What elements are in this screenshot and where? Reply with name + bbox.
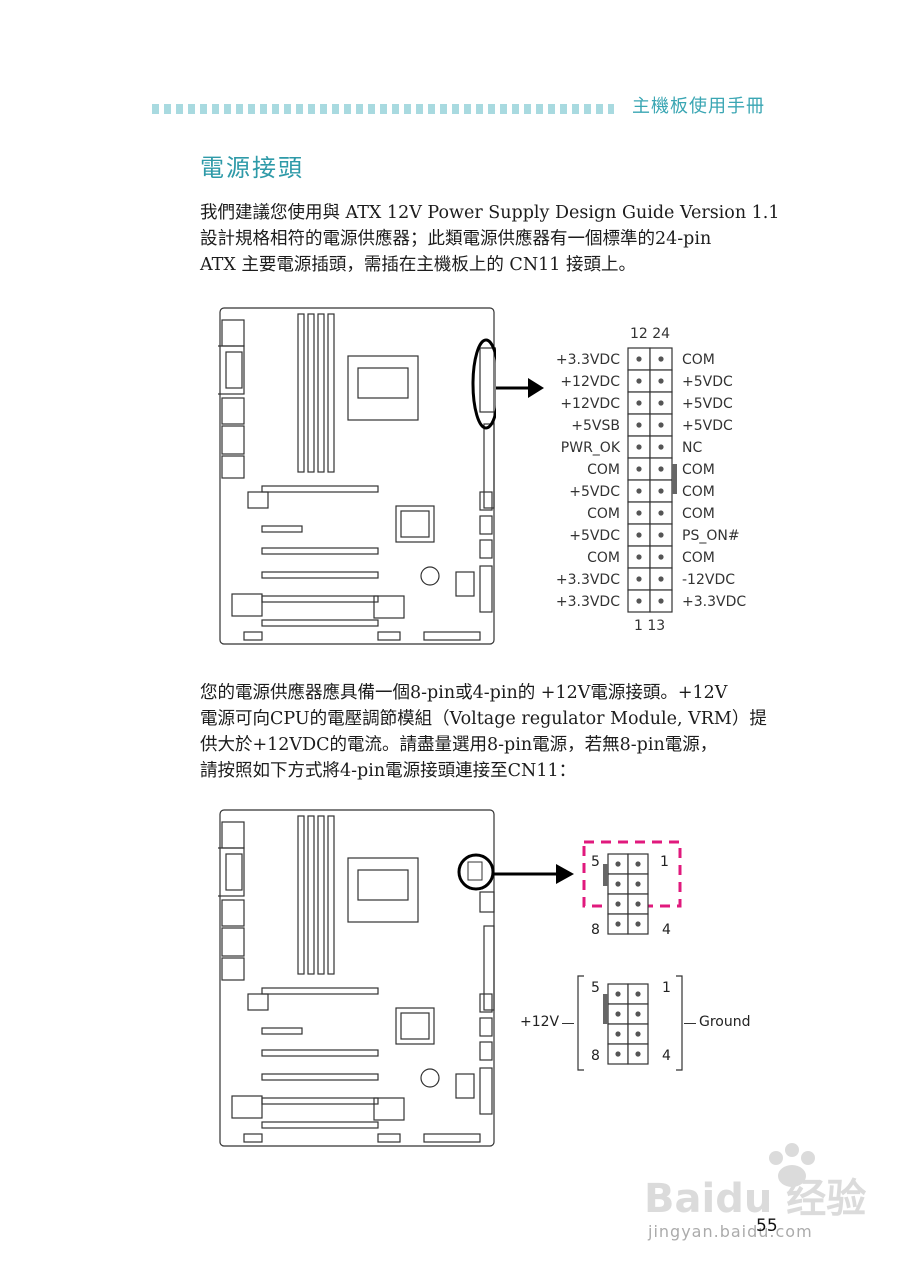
ground-leader	[684, 1023, 696, 1024]
pin-label-left: +3.3VDC	[556, 594, 620, 610]
pin-label-1: 1	[660, 854, 669, 870]
intro-paragraph: 我們建議您使用與 ATX 12V Power Supply Design Gui…	[200, 200, 785, 278]
pin-label-right: COM	[682, 352, 715, 368]
pin-dot	[658, 378, 664, 384]
header-dot-rule	[152, 104, 614, 114]
pin-label-1: 1	[662, 980, 671, 996]
pin-dot	[636, 356, 642, 362]
plus12v-leader	[562, 1023, 574, 1024]
pin-dot	[658, 444, 664, 450]
body-paragraph: 您的電源供應器應具備一個8-pin或4-pin的 +12V電源接頭。+12V 電…	[200, 680, 785, 784]
pin-label-right: COM	[682, 484, 715, 500]
pin-label-left: COM	[587, 506, 620, 522]
motherboard-diagram-bottom	[218, 809, 495, 1147]
intro-line: 設計規格相符的電源供應器；此類電源供應器有一個標準的24-pin	[200, 229, 712, 249]
pin-dot	[658, 488, 664, 494]
pin-label-right: COM	[682, 550, 715, 566]
pin-dot	[658, 532, 664, 538]
pin-label-left: +5VSB	[571, 418, 620, 434]
pin-dot	[658, 554, 664, 560]
pin-label-left: +12VDC	[560, 396, 620, 412]
pin-label-left: PWR_OK	[561, 440, 621, 456]
page-number: 55	[756, 1216, 778, 1236]
intro-line: 我們建議您使用與 ATX 12V Power Supply Design Gui…	[200, 203, 780, 223]
pin-dot	[636, 400, 642, 406]
pin-label-left: +5VDC	[569, 528, 620, 544]
pin-dot	[636, 598, 642, 604]
plus12v-label: +12V	[520, 1014, 560, 1030]
pin-dot	[636, 532, 642, 538]
arrow-to-8pin	[494, 864, 574, 884]
pin-dot	[658, 400, 664, 406]
pin-label-right: PS_ON#	[682, 528, 740, 544]
pin-dot	[636, 466, 642, 472]
pin-label-right: COM	[682, 462, 715, 478]
pin-dot	[658, 356, 664, 362]
pin-dot	[658, 422, 664, 428]
pin-dot	[636, 554, 642, 560]
pin-label-right: NC	[682, 440, 702, 456]
pin-label-8: 8	[591, 922, 600, 938]
pin-label-left: +3.3VDC	[556, 352, 620, 368]
watermark-brand: Baidu 经验	[644, 1176, 866, 1222]
pin-dot	[636, 378, 642, 384]
pin-dot	[636, 422, 642, 428]
pin-dot	[636, 444, 642, 450]
body-line: 供大於+12VDC的電流。請盡量選用8-pin電源，若無8-pin電源，	[200, 735, 718, 755]
body-line: 請按照如下方式將4-pin電源接頭連接至CN11：	[200, 761, 577, 781]
pinout-8pin-highlighted	[582, 840, 682, 935]
pin-label-5: 5	[591, 854, 600, 870]
pin-dot	[658, 466, 664, 472]
pin-label-left: +3.3VDC	[556, 572, 620, 588]
arrow-to-pinout	[496, 378, 544, 398]
pin-dot	[636, 488, 642, 494]
pin-label-4: 4	[662, 922, 671, 938]
atx-24pin-pinout: 12 24 +3.3VDC COM +12VDC +5VDC +12VDC +5VDC +5V…	[556, 326, 746, 634]
pin-number-top: 12 24	[630, 326, 670, 342]
watermark-url: jingyan.baidu.com	[648, 1222, 813, 1241]
pin-dot	[658, 598, 664, 604]
pin-number-bottom: 1 13	[634, 618, 665, 634]
pin-label-5: 5	[591, 980, 600, 996]
pin-label-right: -12VDC	[682, 572, 735, 588]
pin-label-right: +3.3VDC	[682, 594, 746, 610]
pin-label-left: +12VDC	[560, 374, 620, 390]
pinout-8pin-bracketed	[577, 975, 683, 1071]
body-line: 電源可向CPU的電壓調節模組（Voltage regulator Module,…	[200, 709, 767, 729]
pin-dot	[658, 510, 664, 516]
pin-label-right: COM	[682, 506, 715, 522]
pin-dot	[636, 576, 642, 582]
connector-latch	[672, 464, 677, 494]
pin-label-4: 4	[662, 1048, 671, 1064]
pin-dot	[658, 576, 664, 582]
baidu-watermark-logo: Baidu 经验	[644, 1143, 866, 1222]
pin-label-right: +5VDC	[682, 374, 733, 390]
section-title: 電源接頭	[200, 154, 304, 182]
intro-line: ATX 主要電源插頭，需插在主機板上的 CN11 接頭上。	[200, 255, 636, 275]
pin-dot	[636, 510, 642, 516]
pin-label-right: +5VDC	[682, 418, 733, 434]
motherboard-diagram-top	[218, 307, 496, 645]
running-header: 主機板使用手冊	[632, 96, 765, 117]
pin-label-left: COM	[587, 462, 620, 478]
ground-label: Ground	[699, 1014, 751, 1030]
pin-label-8: 8	[591, 1048, 600, 1064]
body-line: 您的電源供應器應具備一個8-pin或4-pin的 +12V電源接頭。+12V	[200, 683, 728, 703]
pin-label-left: COM	[587, 550, 620, 566]
pin-label-left: +5VDC	[569, 484, 620, 500]
pin-label-right: +5VDC	[682, 396, 733, 412]
